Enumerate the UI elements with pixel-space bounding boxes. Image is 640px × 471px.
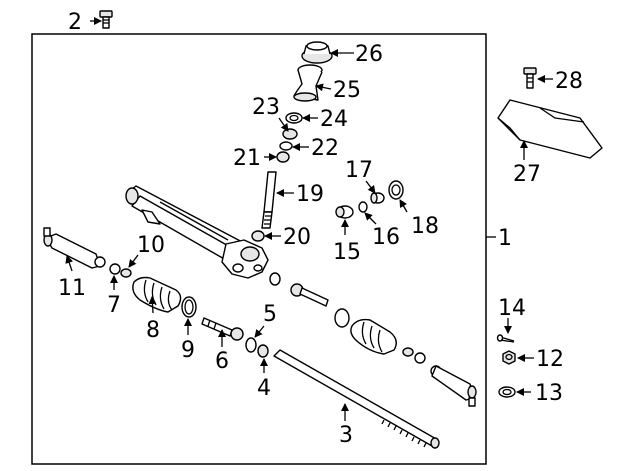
callout-7: 7 xyxy=(107,293,121,318)
leader-arrows xyxy=(65,17,553,421)
dust-cap-part-26 xyxy=(301,41,333,64)
bellows-boot-part-8 xyxy=(132,276,182,313)
adjuster-plug-part-17 xyxy=(370,192,385,204)
callout-8: 8 xyxy=(146,318,160,343)
assembly-frame xyxy=(31,33,487,465)
callout-25: 25 xyxy=(333,78,361,103)
bolt-part-2 xyxy=(99,10,113,29)
callout-6: 6 xyxy=(215,349,229,374)
rack-bar-part-3 xyxy=(273,349,440,449)
callout-18: 18 xyxy=(411,214,439,239)
clamp-right xyxy=(414,352,426,364)
cotter-pin-part-14 xyxy=(496,334,515,343)
clamp-part-7 xyxy=(109,263,121,275)
heat-shield-part-27 xyxy=(497,99,603,159)
bolt-part-28 xyxy=(523,67,537,89)
bushing-part-23 xyxy=(282,128,298,140)
seal-ring-part-24 xyxy=(285,112,303,124)
washer-part-5 xyxy=(245,337,257,353)
seal-ring-inner-24 xyxy=(289,114,299,122)
callout-2: 2 xyxy=(68,10,82,35)
rack-housing xyxy=(125,185,269,279)
tie-rod-end-right xyxy=(430,365,477,407)
column-boot-part-25 xyxy=(293,64,323,102)
callout-17: 17 xyxy=(345,158,373,183)
callout-5: 5 xyxy=(263,302,277,327)
callout-13: 13 xyxy=(535,381,563,406)
washer-part-13 xyxy=(498,386,516,398)
callout-26: 26 xyxy=(355,42,383,67)
callout-3: 3 xyxy=(339,423,353,448)
callout-22: 22 xyxy=(311,136,339,161)
boot-clamp-right xyxy=(334,308,350,328)
callout-14: 14 xyxy=(498,296,526,321)
callout-11: 11 xyxy=(58,276,86,301)
jam-nut-right xyxy=(402,347,414,357)
yoke-part-15 xyxy=(335,205,354,219)
washer-inner-13 xyxy=(502,388,512,396)
callout-20: 20 xyxy=(283,225,311,250)
callout-10: 10 xyxy=(137,233,165,258)
tie-rod-end-part-11 xyxy=(43,227,106,269)
washer-part-22 xyxy=(279,141,293,151)
inner-tie-rod-right xyxy=(290,283,329,307)
housing-ring xyxy=(269,272,281,286)
bellows-boot-right xyxy=(350,318,397,355)
callout-24: 24 xyxy=(320,107,348,132)
spring-part-16 xyxy=(358,201,368,213)
bushing-part-4 xyxy=(257,344,269,358)
pinion-shaft-part-19 xyxy=(261,171,277,229)
callout-27: 27 xyxy=(513,162,541,187)
boot-clamp-inner-9 xyxy=(184,299,194,315)
nut-part-20 xyxy=(251,230,265,242)
callout-16: 16 xyxy=(372,225,400,250)
callout-21: 21 xyxy=(233,146,261,171)
castle-nut-part-12 xyxy=(502,350,516,365)
callout-12: 12 xyxy=(536,347,564,372)
callout-15: 15 xyxy=(333,240,361,265)
lock-nut-part-18 xyxy=(388,180,404,200)
callout-1: 1 xyxy=(498,226,512,251)
callout-28: 28 xyxy=(555,69,583,94)
nut-part-21 xyxy=(276,151,290,163)
callout-23: 23 xyxy=(252,95,280,120)
jam-nut-part-10 xyxy=(120,268,132,278)
callout-4: 4 xyxy=(257,376,271,401)
callout-19: 19 xyxy=(296,182,324,207)
callout-9: 9 xyxy=(181,338,195,363)
